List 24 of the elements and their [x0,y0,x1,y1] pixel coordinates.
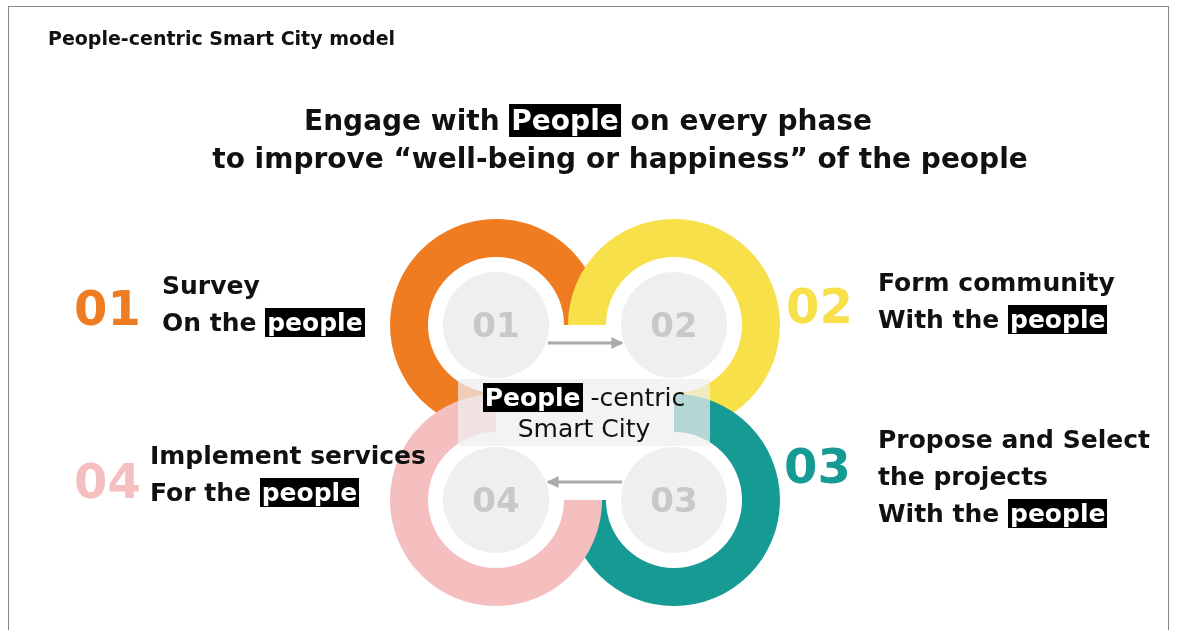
step-circle [621,272,727,378]
step-subtitle: For the people [150,478,360,507]
step-number: 02 [786,278,853,334]
step-number: 01 [74,280,141,336]
step-title: Implement services [150,441,426,470]
headline: to improve “well-being or happiness” of the people [212,142,1028,175]
step-title: Form community [878,268,1115,297]
step-title: Propose and Select [878,425,1150,454]
step-subtitle: On the people [162,308,365,337]
headline: Engage with People on every phase [304,104,872,137]
page-title: People-centric Smart City model [48,27,396,49]
step-circle [621,447,727,553]
center-panel [458,379,710,446]
center-title: People -centric Smart City [481,381,687,444]
step-circle [443,447,549,553]
step-number: 04 [74,453,141,509]
arrow [546,476,623,488]
step-title: Survey [162,271,260,300]
step-title: the projects [878,462,1048,491]
step-number: 03 [784,438,851,494]
step-subtitle: With the people [878,305,1108,334]
step-subtitle: With the people [878,499,1108,528]
step-circle [443,272,549,378]
arrow [547,337,624,349]
